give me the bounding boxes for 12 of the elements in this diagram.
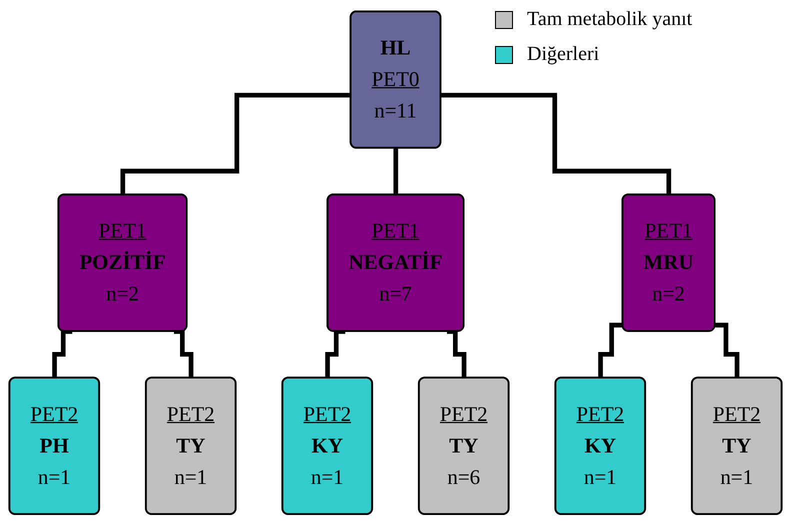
node-box: PET2 TY n=6 <box>418 376 510 515</box>
node-box: PET2 PH n=1 <box>8 376 100 515</box>
node-box: PET2 TY n=1 <box>690 376 783 515</box>
node-box: PET1 NEGATİF n=7 <box>326 193 464 332</box>
node-box: PET2 KY n=1 <box>281 376 374 515</box>
node-box: PET1 POZİTİF n=2 <box>57 193 188 332</box>
legend-label: Tam metabolik yanıt <box>527 8 692 31</box>
node-box: PET2 TY n=1 <box>144 376 237 515</box>
legend-label: Diğerleri <box>527 43 600 66</box>
root-node-box: HL PET0 n=11 <box>350 10 442 148</box>
node-box: PET2 KY n=1 <box>554 376 646 515</box>
node-box: PET1 MRU n=2 <box>622 193 716 332</box>
